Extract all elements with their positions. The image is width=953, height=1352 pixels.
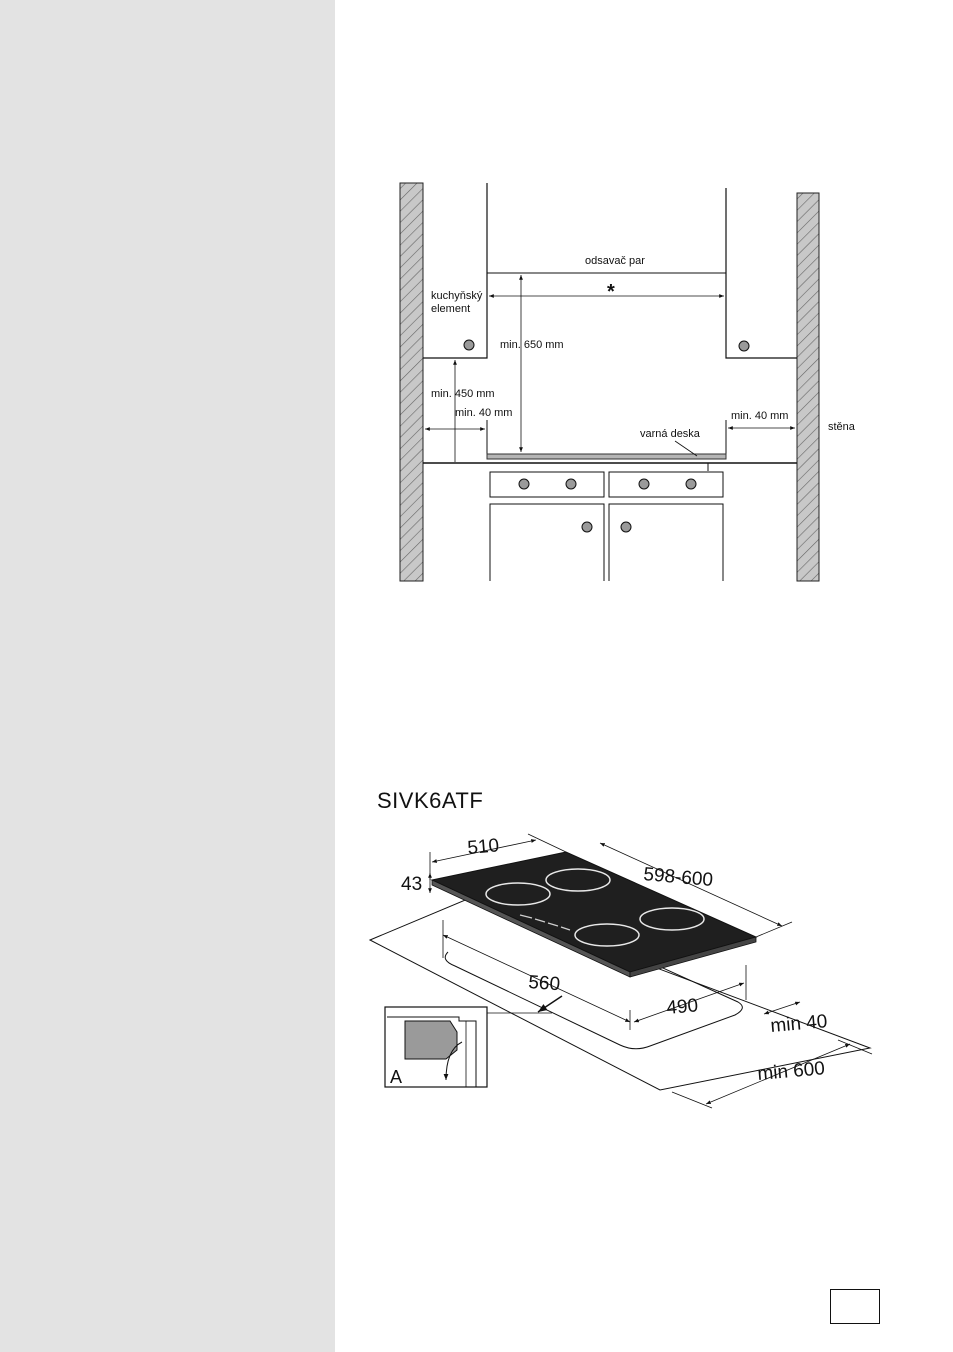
min-450-label: min. 450 mm [431,388,495,400]
upper-right-cabinet [725,188,797,359]
upper-left-knob [463,339,475,351]
hob-surface [486,453,727,460]
dim-560-label: 560 [528,972,561,995]
dim-min600-ext [671,1091,713,1109]
left-wall [399,182,424,582]
dimension-drawing: 510 43 598-600 560 490 min 40 min 600 [368,833,873,1109]
detail-a-hob [387,1016,477,1087]
detail-a-arrow [443,1041,463,1081]
burner [485,882,551,906]
detail-pointer [537,995,563,1013]
dim-min600-ext [837,1039,873,1055]
control-panel [519,914,571,931]
page-body [335,0,953,1352]
asterisk-mark: * [607,281,615,303]
upper-right-knob [738,340,750,352]
dim-598-line [599,842,783,927]
model-title: SIVK6ATF [377,788,484,813]
door-knob [581,521,593,533]
dim-min40-line [763,1001,801,1015]
dim-min40-label: min 40 [770,1011,829,1037]
drawer-knob [518,478,530,490]
dim-598-label: 598-600 [643,864,714,891]
min-40-left-label: min. 40 mm [455,407,512,419]
dim-560-line [442,934,631,1023]
dim-min600-label: min 600 [757,1058,826,1085]
door-right [608,503,724,581]
dim-510-ext [527,833,567,853]
left-margin-band [0,0,335,1352]
min-650-label: min. 650 mm [500,339,564,351]
drawer-right [608,471,724,498]
dim-510-label: 510 [467,835,500,859]
right-wall [796,192,820,582]
door-knob [620,521,632,533]
hob-edge-right [629,936,757,978]
kitchen-element-label-2: element [431,303,470,315]
dim-510-line [431,839,537,863]
dim-490-line [633,982,745,1023]
detail-a-label: A [390,1067,402,1087]
wall-label: stěna [828,421,856,433]
detail-a-profile [404,1020,458,1060]
min-40-right-label: min. 40 mm [731,410,788,422]
dim-min600-line [705,1043,851,1105]
door-left [489,503,605,581]
upper-left-cabinet [423,183,488,359]
kitchen-element-label-1: kuchyňský [431,290,483,302]
drawer-knob [638,478,650,490]
page-number-box [830,1289,880,1324]
drawer-left [489,471,605,498]
drawer-knob [565,478,577,490]
dim-490-label: 490 [666,995,699,1019]
dim-598-ext [755,921,793,938]
dim-43-label: 43 [401,874,422,895]
hob-label: varná deska [640,428,701,440]
drawer-knob [685,478,697,490]
hood-label: odsavač par [585,255,645,267]
hob-leader [674,440,698,457]
